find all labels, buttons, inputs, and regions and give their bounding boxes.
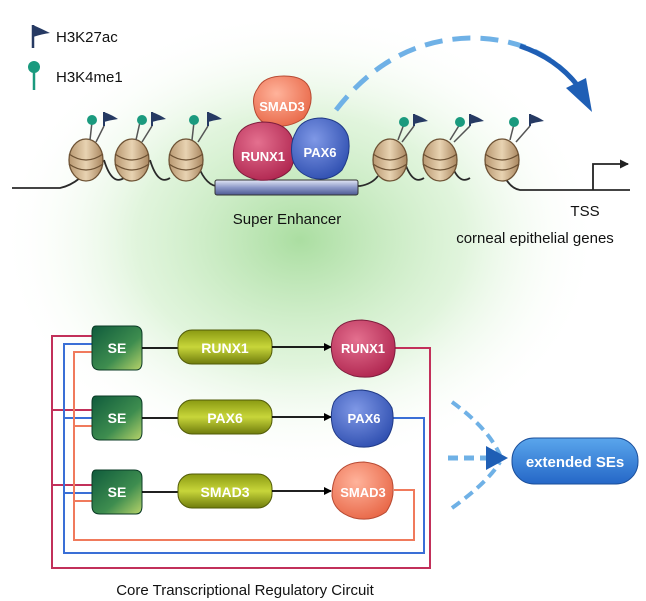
se-label: SE (108, 340, 127, 356)
se-element (91, 325, 143, 371)
se-element (91, 469, 143, 515)
super-enhancer-label: Super Enhancer (233, 211, 341, 228)
runx1-feedback-line (51, 335, 431, 569)
gene-label: RUNX1 (201, 340, 249, 356)
pax6-protein-node (330, 389, 394, 448)
se-element (91, 395, 143, 441)
circuit-feedback-lines (51, 335, 431, 569)
se-label: SE (108, 484, 127, 500)
activation-arrow (334, 35, 592, 112)
smad3-label: SMAD3 (259, 99, 305, 114)
se-label: SE (108, 410, 127, 426)
h3k4me1-lollipop-icon (28, 61, 40, 90)
pax6-protein: PAX6 (291, 117, 350, 180)
circuit-row-runx1: SE RUNX1 RUNX1 (91, 319, 396, 378)
extended-ses-node: extended SEs (511, 437, 639, 485)
tss-arrow (592, 159, 629, 190)
runx1-label: RUNX1 (241, 149, 285, 164)
smad3-protein-node (331, 461, 394, 520)
legend-h3k27ac-label: H3K27ac (56, 29, 118, 46)
corneal-genes-label: corneal epithelial genes (456, 230, 614, 247)
circuit-row-pax6: SE PAX6 PAX6 (91, 389, 394, 448)
runx1-protein: RUNX1 (232, 121, 296, 181)
background-glow (0, 10, 600, 470)
gene-label: PAX6 (207, 410, 243, 426)
nucleosome (168, 112, 222, 182)
protein-label: RUNX1 (341, 341, 385, 356)
smad3-protein: SMAD3 (253, 75, 312, 127)
nucleosome (484, 114, 544, 182)
legend: H3K27ac H3K4me1 (28, 25, 123, 90)
nucleosome (422, 114, 484, 182)
nucleosomes (68, 112, 544, 182)
circuit-row-smad3: SE SMAD3 SMAD3 (91, 461, 394, 520)
nucleosome (114, 112, 166, 182)
extended-ses-label: extended SEs (526, 454, 624, 471)
gene-label: SMAD3 (200, 484, 249, 500)
protein-label: SMAD3 (340, 485, 386, 500)
nucleosome (372, 114, 428, 182)
pax6-feedback-line (63, 343, 425, 554)
super-enhancer-bar (214, 179, 359, 196)
legend-h3k4me1-label: H3K4me1 (56, 69, 123, 86)
protein-label: PAX6 (348, 411, 381, 426)
h3k27ac-flag-icon (31, 25, 50, 48)
pax6-label: PAX6 (304, 145, 337, 160)
extended-se-arrows (448, 400, 508, 510)
runx1-protein-node (330, 319, 396, 378)
tss-label: TSS (570, 203, 599, 220)
smad3-feedback-line (73, 351, 415, 541)
circuit-title: Core Transcriptional Regulatory Circuit (116, 582, 374, 599)
nucleosome (68, 112, 118, 182)
